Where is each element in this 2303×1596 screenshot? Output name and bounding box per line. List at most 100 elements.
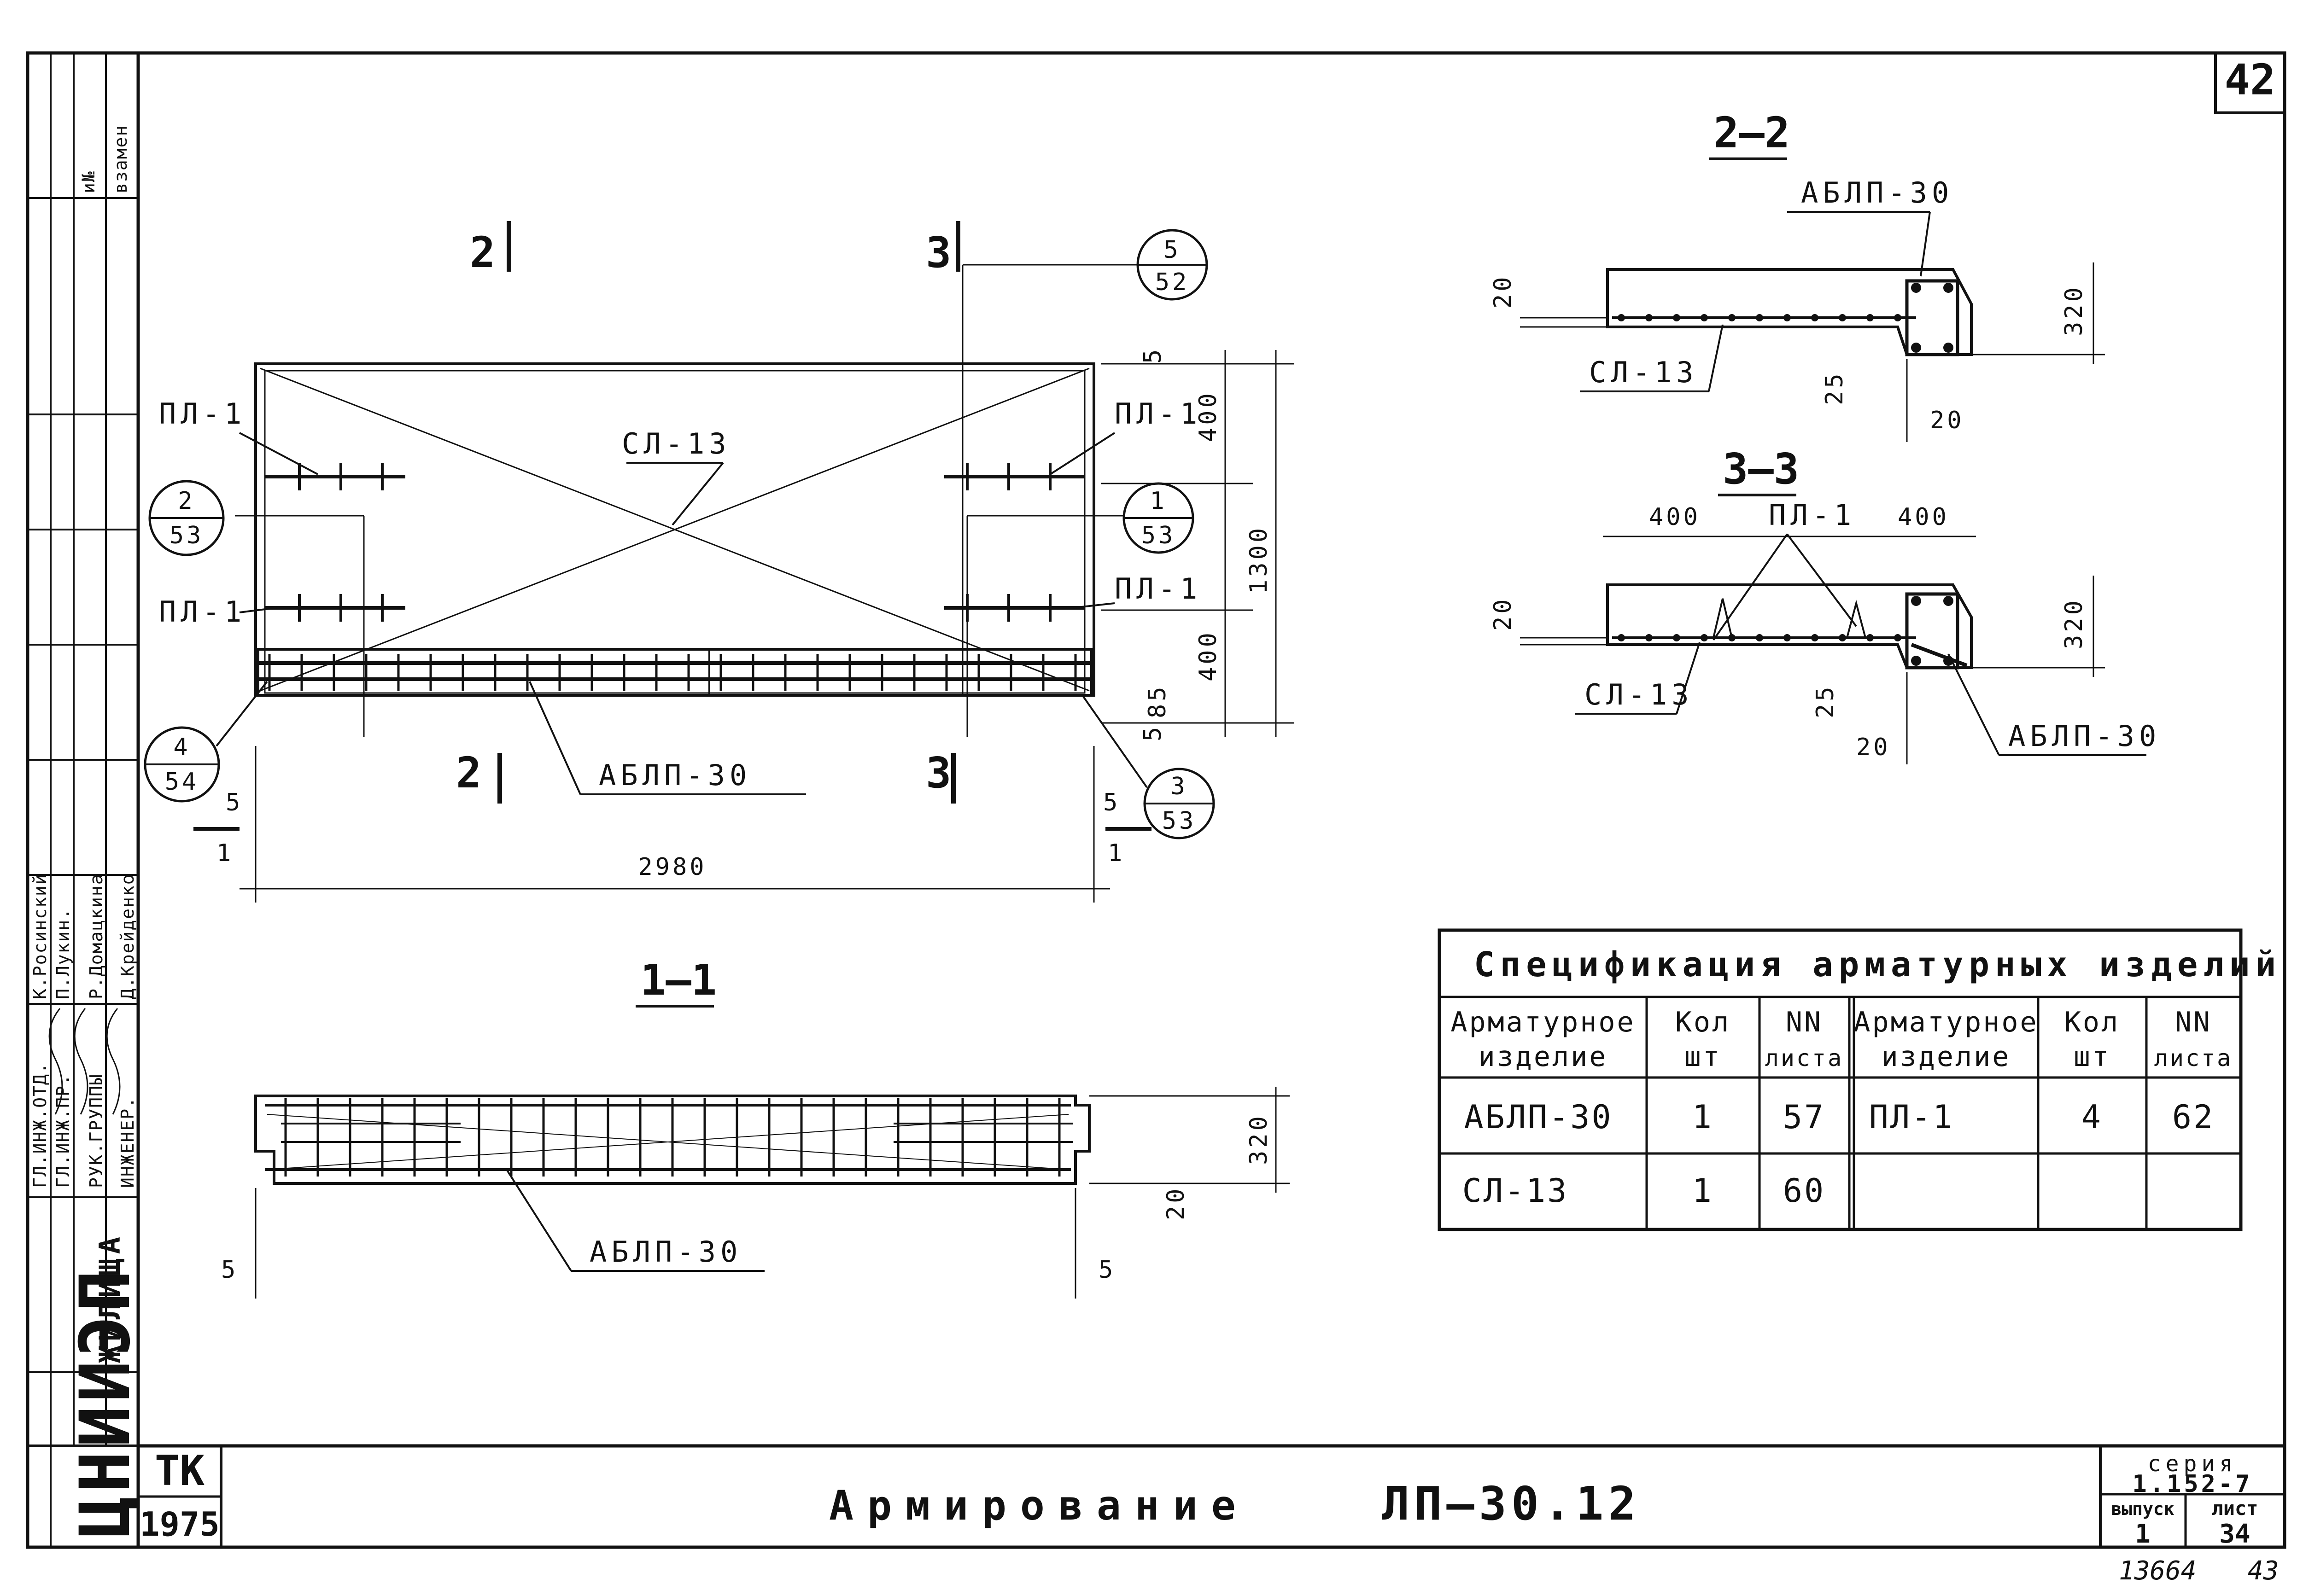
svg-text:25: 25	[1821, 371, 1848, 405]
bar-dot	[1618, 314, 1625, 321]
stamp-top-label-1: и№	[78, 170, 99, 193]
section-1-1-title: 1—1	[640, 955, 717, 1005]
bar-dot	[1911, 656, 1921, 666]
bar-dot	[1811, 634, 1818, 641]
spec-cell-r1c1: АБЛП-30	[1464, 1098, 1613, 1136]
plan-ablp-cage	[257, 648, 1093, 697]
title-code: ЛП—30.12	[1382, 1477, 1641, 1531]
svg-text:85: 85	[1144, 684, 1171, 718]
spec-header-5a: Кол	[2064, 1006, 2120, 1038]
footer-left: 13664	[2119, 1556, 2197, 1586]
svg-text:20: 20	[1856, 734, 1891, 761]
svg-text:2: 2	[178, 487, 195, 515]
section-3-3-ablp: АБЛП-30	[2008, 719, 2161, 753]
issue-label: выпуск	[2111, 1499, 2174, 1519]
bar-dot	[1645, 314, 1653, 321]
bar-dot	[1756, 634, 1763, 641]
signature-1	[48, 1008, 63, 1115]
spec-cell-r1c6: 62	[2172, 1098, 2215, 1136]
callout-1-53: 1 53	[1122, 482, 1194, 554]
signature-2	[74, 1008, 88, 1115]
spec-title: Спецификация арматурных изделий	[1474, 945, 2281, 984]
svg-text:2980: 2980	[638, 853, 707, 881]
label-sa13: СЛ-13	[622, 427, 731, 460]
stamp-name-4: Д.Крейденко	[117, 873, 138, 999]
bar-dot	[1645, 634, 1653, 641]
stamp-role-4: ИНЖЕНЕР.	[117, 1096, 138, 1188]
title-tk: ТК	[155, 1447, 205, 1495]
section-3-3-pl: ПЛ-1	[1769, 498, 1856, 532]
svg-text:5: 5	[1099, 1256, 1116, 1284]
spec-cell-r2c3: 60	[1783, 1172, 1825, 1210]
bar-dot	[1783, 634, 1791, 641]
section-mark-2-top: 2	[470, 228, 495, 277]
bar-dot	[1756, 314, 1763, 321]
bar-dot	[1911, 596, 1921, 606]
svg-text:5: 5	[1103, 789, 1120, 816]
section-1-1-outline	[254, 1095, 1091, 1185]
section-mark-3-bottom: 3	[926, 748, 951, 798]
svg-text:20: 20	[1489, 274, 1517, 309]
footer-right: 43	[2248, 1556, 2279, 1586]
stamp-name-3: Р.Домацкина	[86, 873, 106, 999]
svg-text:53: 53	[170, 522, 204, 549]
svg-text:5: 5	[1139, 724, 1167, 741]
section-3-3: 3—3 ПЛ-1 400 400 СЛ-13 АБЛП-30 20 320 25…	[1489, 444, 2161, 764]
spec-header-6a: NN	[2175, 1006, 2212, 1038]
stamp-role-3: РУК.ГРУППЫ	[86, 1073, 106, 1188]
title-text: Армирование	[829, 1482, 1250, 1529]
bar-dot	[1911, 283, 1921, 293]
side-stamp: и№ взамен ГЛ.ИНЖ.ОТД. ГЛ.ИНЖ.ПР. РУК.ГРУ…	[28, 53, 146, 1547]
svg-text:320: 320	[2060, 598, 2088, 649]
section-1-1: 1—1 АБЛП-30 320 20 5 5	[221, 955, 1290, 1299]
svg-text:54: 54	[165, 768, 199, 796]
bar-dot	[1894, 314, 1901, 321]
section-3-3-title: 3—3	[1723, 444, 1799, 494]
section-1-1-ablp: АБЛП-30	[590, 1235, 742, 1269]
bar-dot	[1618, 634, 1625, 641]
spec-cell-r2c1: СЛ-13	[1462, 1172, 1569, 1210]
bar-dot	[1943, 343, 1953, 353]
bar-dot	[1866, 314, 1874, 321]
section-mark-3-top: 3	[926, 228, 951, 277]
section-3-3-sa: СЛ-13	[1584, 678, 1694, 711]
svg-text:400: 400	[1194, 630, 1222, 682]
spec-cell-r1c4: ПЛ-1	[1869, 1098, 1954, 1136]
spec-header-1b: изделие	[1479, 1041, 1608, 1073]
issue-value: 1	[2135, 1519, 2151, 1549]
svg-text:52: 52	[1155, 268, 1190, 296]
spec-header-4b: изделие	[1882, 1041, 2011, 1073]
bar-dot	[1673, 634, 1680, 641]
svg-text:3: 3	[1170, 773, 1187, 800]
label-ablp30: АБЛП-30	[599, 758, 751, 792]
plan-pl1-bars	[265, 463, 1085, 622]
title-block: ТК 1975 Армирование ЛП—30.12 серия 1.152…	[138, 1444, 2285, 1586]
svg-text:320: 320	[2060, 285, 2088, 336]
sheet-value: 34	[2219, 1519, 2250, 1549]
svg-text:20: 20	[1162, 1186, 1190, 1220]
spec-table: Спецификация арматурных изделий Арматурн…	[1438, 928, 2281, 1231]
svg-text:20: 20	[1489, 596, 1517, 631]
label-pl1-bottom-left: ПЛ-1	[159, 595, 246, 629]
svg-text:5: 5	[221, 1256, 238, 1284]
cut-mark-1-left: 1	[216, 839, 234, 867]
bar-dot	[1728, 314, 1736, 321]
section-2-2-title: 2—2	[1713, 108, 1790, 157]
spec-header-3a: NN	[1786, 1006, 1823, 1038]
bar-dot	[1839, 314, 1846, 321]
org-logo: ЦНИИЭП	[65, 1266, 146, 1538]
spec-header-2a: Кол	[1675, 1006, 1730, 1038]
svg-text:1: 1	[1150, 487, 1167, 515]
spec-cell-r1c3: 57	[1783, 1098, 1825, 1136]
stamp-name-1: К.Росинский	[30, 873, 50, 999]
callout-5-52: 5 52	[1136, 229, 1208, 301]
cut-mark-1-right: 1	[1108, 839, 1125, 867]
title-year: 1975	[140, 1505, 219, 1544]
spec-cell-r1c2: 1	[1692, 1098, 1713, 1136]
label-pl1-top-left: ПЛ-1	[159, 397, 246, 431]
sheet-label: лист	[2211, 1497, 2258, 1520]
section-mark-2-bottom: 2	[456, 748, 481, 798]
plan-view: ПЛ-1 ПЛ-1 ПЛ-1 ПЛ-1 СЛ-13 АБЛП-30 2 3 2 …	[144, 221, 1294, 903]
